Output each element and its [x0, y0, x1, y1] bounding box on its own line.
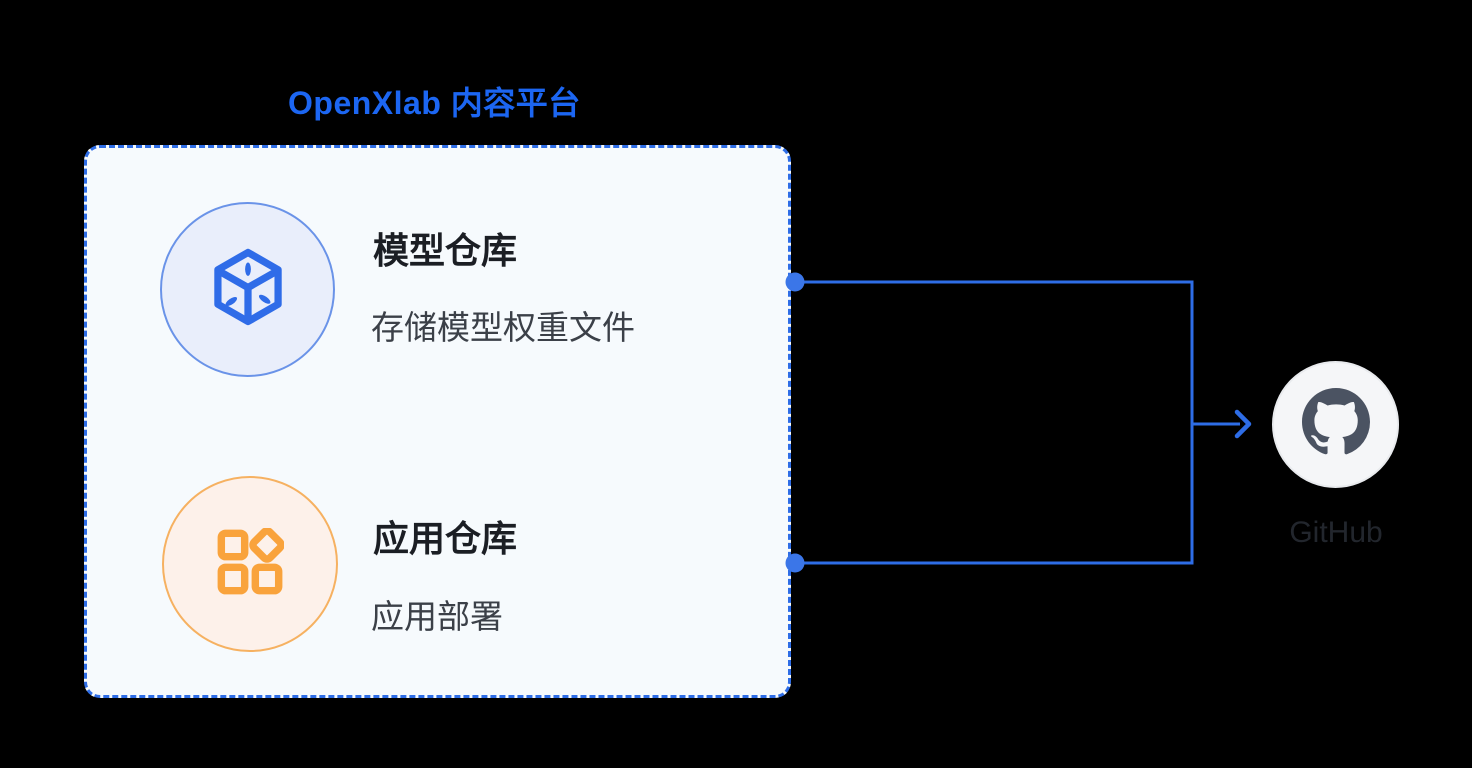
model-repo-circle: [160, 202, 335, 377]
model-cube-icon: [211, 248, 285, 331]
app-repo-circle: [162, 476, 338, 652]
model-repo-desc: 存储模型权重文件: [371, 309, 635, 346]
app-repo-desc: 应用部署: [371, 598, 503, 635]
github-icon: [1301, 388, 1371, 461]
platform-title: OpenXlab 内容平台: [288, 85, 581, 121]
github-node: [1272, 361, 1399, 488]
github-label: GitHub: [1289, 516, 1383, 549]
platform-panel: 模型仓库 存储模型权重文件 应用仓库 应用部署: [84, 145, 791, 698]
model-repo-title: 模型仓库: [373, 230, 518, 271]
app-repo-title: 应用仓库: [373, 518, 518, 559]
arrow-head-icon: [1234, 409, 1252, 439]
apps-icon: [216, 526, 285, 601]
